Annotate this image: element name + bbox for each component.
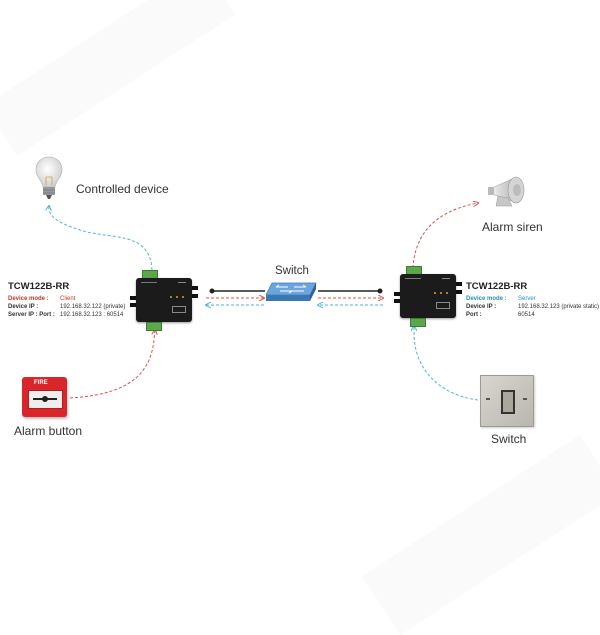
light-bulb-icon [35,156,63,199]
device-body [136,278,192,322]
link-client-to-bulb [49,206,153,271]
fire-label: FIRE [34,380,48,386]
server-model: TCW122B-RR [466,281,528,292]
link-server-to-siren [412,203,478,269]
connection-lines [0,0,600,401]
client-info: TCW122B-RR Device mode :Client Device IP… [8,281,125,319]
server-row-port: Port :60514 [466,312,535,318]
link-switch-to-server [414,326,479,401]
fire-alarm-button-icon: FIRE [22,377,67,417]
ethernet-left [209,288,265,294]
server-info-table: Device mode :Server Device IP :192.168.3… [466,295,599,319]
client-model: TCW122B-RR [8,281,70,292]
server-device [392,266,462,327]
controlled-device-label: Controlled device [76,182,169,196]
client-row-ip: Device IP :192.168.32.122 (private) [8,304,126,310]
server-row-ip: Device IP :192.168.32.123 (private stati… [466,304,600,310]
client-device [128,270,198,331]
client-row-mode: Device mode :Client [8,296,76,302]
network-switch-icon [266,282,317,301]
server-row-mode: Device mode :Server [466,296,536,302]
alarm-siren-label: Alarm siren [482,220,543,234]
client-info-table: Device mode :Client Device IP :192.168.3… [8,295,125,319]
ethernet-right [318,288,383,294]
client-row-server: Server IP : Port :192.168.32.123 : 60514 [8,312,124,318]
terminal-block-bottom [410,318,426,327]
network-switch-label: Switch [275,265,309,277]
link-button-to-client [69,330,155,399]
alarm-button-label: Alarm button [14,424,83,438]
server-info: TCW122B-RR Device mode :Server Device IP… [466,281,599,319]
wall-switch-icon [480,375,534,427]
siren-horn-icon [488,176,525,207]
wall-switch-label: Switch [491,432,527,446]
device-body [400,274,456,318]
terminal-block-bottom [146,322,162,331]
